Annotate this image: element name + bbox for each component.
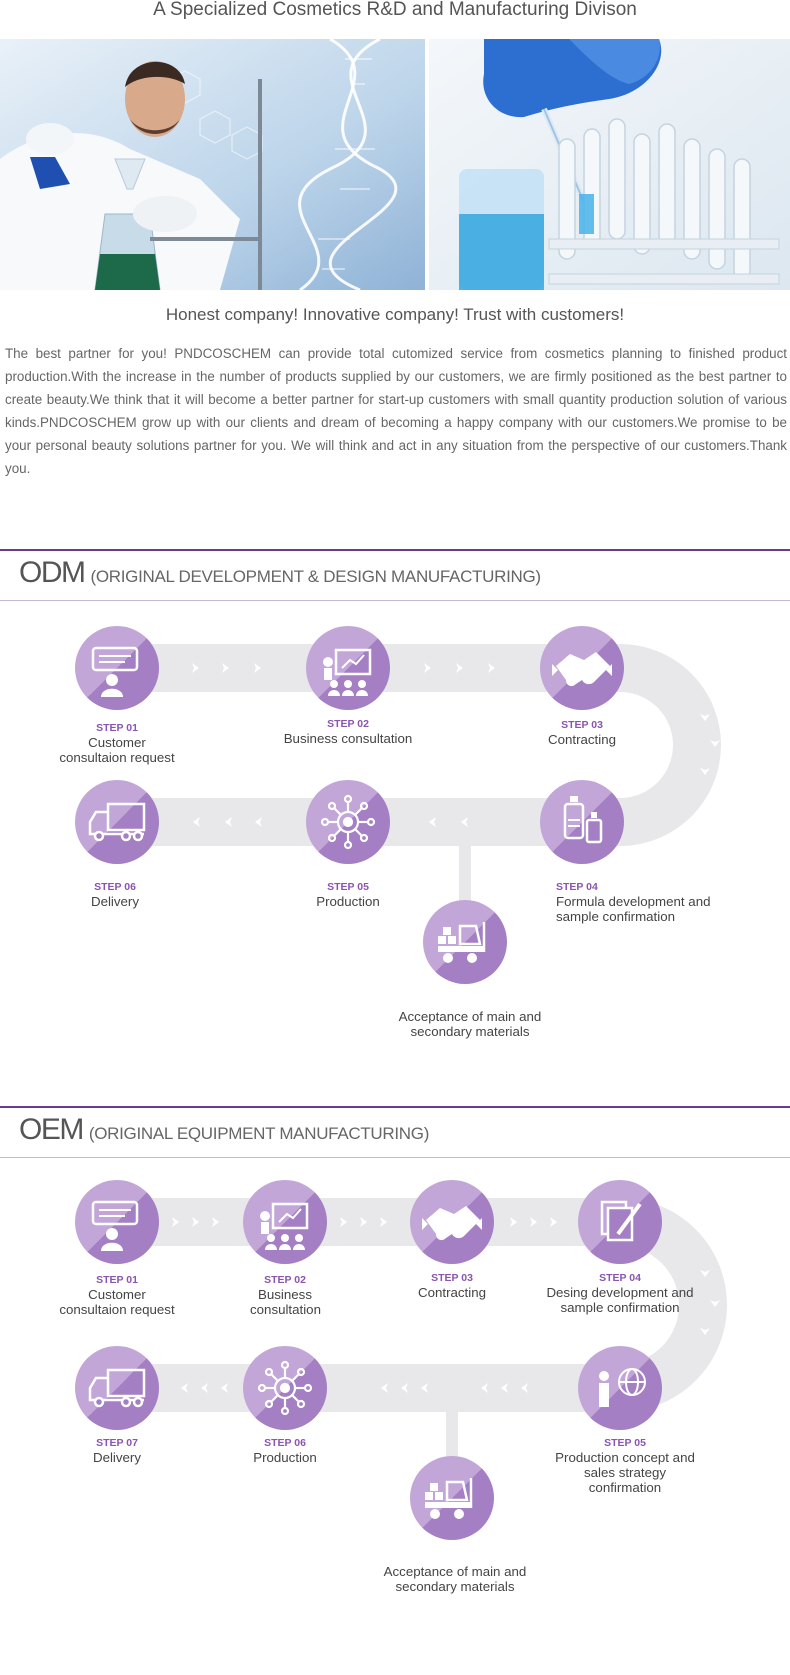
step-number: STEP 06 — [94, 881, 136, 893]
oem-arrows — [172, 1217, 720, 1393]
step-number: STEP 01 — [96, 722, 138, 734]
step-number: STEP 06 — [264, 1437, 306, 1449]
oem-bottom-rule — [0, 1157, 790, 1158]
odm-step01-circle — [75, 626, 159, 710]
odm-step-04: STEP 04 Formula development and sample c… — [556, 881, 716, 924]
oem-step-03: STEP 03 Contracting — [397, 1272, 507, 1300]
presentation-icon — [323, 648, 372, 696]
company-introduction: The best partner for you! PNDCOSCHEM can… — [5, 346, 787, 476]
odm-step03-circle — [540, 626, 624, 710]
oem-step-06: STEP 06 Production — [230, 1437, 340, 1465]
presentation-icon — [260, 1202, 309, 1250]
odm-step04-circle — [540, 780, 624, 864]
odm-step-03: STEP 03 Contracting — [492, 719, 672, 747]
globe-person-icon — [599, 1368, 646, 1407]
odm-step05-circle — [306, 780, 390, 864]
oem-step-01: STEP 01 Customer consultaion request — [27, 1274, 207, 1317]
step-label: Production — [316, 894, 380, 909]
consultation-icon — [91, 1200, 139, 1251]
step-number: STEP 03 — [431, 1272, 473, 1284]
odm-step-05: STEP 05 Production — [258, 881, 438, 909]
step-number: STEP 04 — [556, 881, 598, 893]
odm-step-02: STEP 02 Business consultation — [258, 718, 438, 746]
oem-step-04: STEP 04 Desing development and sample co… — [540, 1272, 700, 1315]
step-number: STEP 07 — [96, 1437, 138, 1449]
truck-icon — [88, 802, 146, 842]
step-number: STEP 03 — [561, 719, 603, 731]
network-gear-icon — [257, 1360, 313, 1416]
step-label: Contracting — [548, 732, 616, 747]
odm-bottom-rule — [0, 600, 790, 601]
odm-heading: ODM(ORIGINAL DEVELOPMENT & DESIGN MANUFA… — [19, 556, 541, 590]
oem-step05-circle — [578, 1346, 662, 1430]
consultation-icon — [91, 646, 139, 697]
lab-scientist-photo — [0, 39, 425, 290]
truck-icon — [88, 1368, 146, 1408]
odm-road — [117, 644, 721, 846]
bottles-icon — [563, 796, 603, 844]
oem-step-05: STEP 05 Production concept and sales str… — [535, 1437, 715, 1495]
odm-step06-circle — [75, 780, 159, 864]
step-label: Acceptance of main and secondary materia… — [398, 1009, 542, 1039]
oem-step07-circle — [75, 1346, 159, 1430]
forklift-icon — [438, 922, 486, 963]
oem-step04-circle — [578, 1180, 662, 1264]
oem-flow-diagram — [75, 1180, 727, 1540]
step-number: STEP 05 — [327, 881, 369, 893]
odm-full-name: (ORIGINAL DEVELOPMENT & DESIGN MANUFACTU… — [90, 567, 542, 586]
slogan: Honest company! Innovative company! Trus… — [165, 305, 625, 324]
step-number: STEP 05 — [604, 1437, 646, 1449]
odm-extra-step: Acceptance of main and secondary materia… — [390, 1009, 550, 1039]
document-pen-icon — [600, 1200, 642, 1242]
oem-step-02: STEP 02 Business consultation — [230, 1274, 340, 1317]
step-label: Delivery — [92, 1450, 142, 1465]
oem-abbr: OEM — [19, 1113, 84, 1146]
oem-step02-circle — [243, 1180, 327, 1264]
handshake-icon — [422, 1206, 482, 1241]
step-label: Business consultation — [250, 1287, 321, 1317]
oem-extra-circle — [410, 1456, 494, 1540]
odm-extra-circle — [423, 900, 507, 984]
oem-heading: OEM(ORIGINAL EQUIPMENT MANUFACTURING) — [19, 1113, 429, 1147]
forklift-icon — [425, 1478, 473, 1519]
step-label: Contracting — [418, 1285, 486, 1300]
pipette-test-tubes-photo — [429, 39, 790, 290]
step-label: Acceptance of main and secondary materia… — [383, 1564, 527, 1594]
odm-abbr: ODM — [19, 556, 86, 589]
odm-step-01: STEP 01 Customer consultaion request — [27, 722, 207, 765]
oem-step06-circle — [243, 1346, 327, 1430]
step-label: Delivery — [90, 894, 140, 909]
step-label: Production concept and sales strategy co… — [555, 1450, 695, 1495]
odm-step02-circle — [306, 626, 390, 710]
oem-full-name: (ORIGINAL EQUIPMENT MANUFACTURING) — [88, 1124, 430, 1143]
oem-top-rule — [0, 1106, 790, 1108]
step-label: Production — [253, 1450, 317, 1465]
step-label: Business consultation — [283, 731, 413, 746]
odm-step-06: STEP 06 Delivery — [25, 881, 205, 909]
oem-step03-circle — [410, 1180, 494, 1264]
step-number: STEP 02 — [327, 718, 369, 730]
network-gear-icon — [320, 794, 376, 850]
oem-step-07: STEP 07 Delivery — [62, 1437, 172, 1465]
odm-top-rule — [0, 549, 790, 551]
oem-step01-circle — [75, 1180, 159, 1264]
step-label: Formula development and sample confirmat… — [556, 894, 711, 924]
odm-flow-diagram — [75, 626, 721, 984]
step-number: STEP 01 — [96, 1274, 138, 1286]
step-number: STEP 04 — [599, 1272, 641, 1284]
oem-extra-step: Acceptance of main and secondary materia… — [375, 1564, 535, 1594]
page-title: A Specialized Cosmetics R&D and Manufact… — [153, 0, 637, 20]
step-label: Desing development and sample confirmati… — [546, 1285, 694, 1315]
odm-arrows — [192, 663, 720, 827]
handshake-icon — [552, 652, 612, 687]
step-label: Customer consultaion request — [59, 735, 175, 765]
step-number: STEP 02 — [264, 1274, 306, 1286]
step-label: Customer consultaion request — [59, 1287, 175, 1317]
